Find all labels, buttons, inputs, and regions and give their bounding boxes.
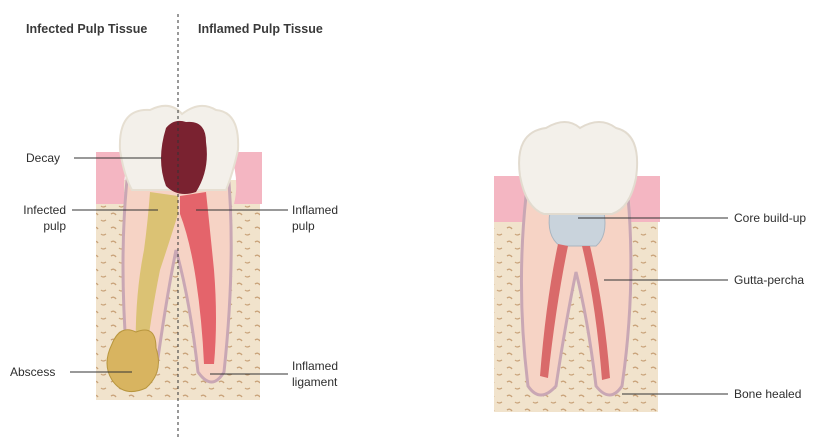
label-core-buildup: Core build-up (734, 210, 806, 226)
label-abscess: Abscess (10, 364, 55, 380)
right-crown (519, 122, 637, 214)
label-decay: Decay (26, 150, 60, 166)
core-buildup (549, 212, 605, 246)
left-tooth-diagram (96, 14, 262, 440)
label-inflamed-pulp: Inflamed pulp (292, 202, 338, 234)
label-gutta-percha: Gutta-percha (734, 272, 804, 288)
label-infected-pulp: Infected pulp (12, 202, 66, 234)
abscess-area (107, 330, 158, 392)
decay-area (161, 121, 207, 194)
right-tooth-diagram (494, 122, 660, 412)
label-inflamed-ligament: Inflamed ligament (292, 358, 338, 390)
label-bone-healed: Bone healed (734, 386, 801, 402)
